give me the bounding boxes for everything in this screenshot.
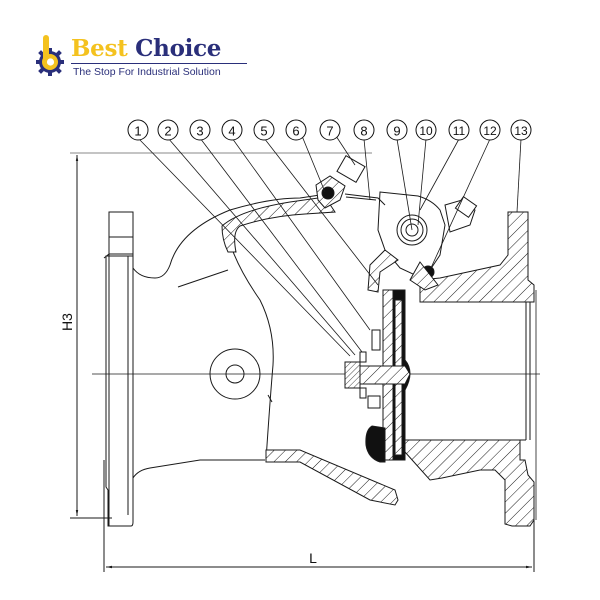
- callout-12: 12: [479, 119, 501, 141]
- callout-11: 11: [448, 119, 470, 141]
- svg-text:4: 4: [228, 124, 235, 139]
- dimension-h3: [70, 152, 372, 519]
- svg-text:6: 6: [292, 124, 299, 139]
- callout-bubbles: 1 2 3 4 5 6 7 8 9 10 11 12 13: [127, 119, 532, 141]
- company-logo: Best Choice The Stop For Industrial Solu…: [34, 33, 247, 83]
- callout-8: 8: [353, 119, 375, 141]
- callout-9: 9: [386, 119, 408, 141]
- valve-body: [132, 194, 537, 527]
- callout-2: 2: [157, 119, 179, 141]
- brand-tagline: The Stop For Industrial Solution: [73, 66, 221, 78]
- svg-text:12: 12: [483, 124, 497, 138]
- brand-word-best: Best: [71, 35, 128, 62]
- inlet-flange: [103, 211, 134, 527]
- callout-13: 13: [510, 119, 532, 141]
- svg-text:5: 5: [260, 124, 267, 139]
- svg-text:2: 2: [164, 124, 171, 139]
- bonnet-hinge-assembly: [315, 155, 478, 293]
- brand-word-choice: Choice: [135, 35, 222, 62]
- callout-leaders: [137, 135, 522, 357]
- svg-text:9: 9: [393, 124, 400, 139]
- dimension-l: [103, 460, 535, 572]
- callout-1: 1: [127, 119, 149, 141]
- callout-3: 3: [189, 119, 211, 141]
- callout-10: 10: [415, 119, 437, 141]
- svg-text:11: 11: [453, 124, 466, 138]
- svg-text:13: 13: [514, 124, 528, 138]
- svg-text:3: 3: [196, 124, 203, 139]
- callout-7: 7: [319, 119, 341, 141]
- brand-name: Best Choice: [71, 35, 221, 62]
- callout-4: 4: [221, 119, 243, 141]
- svg-text:7: 7: [326, 124, 333, 139]
- gear-b-logo-icon: [36, 35, 64, 76]
- dimension-label-l: L: [309, 550, 317, 566]
- svg-text:1: 1: [134, 124, 141, 139]
- brand-divider: [71, 63, 247, 64]
- svg-text:8: 8: [360, 124, 367, 139]
- callout-5: 5: [253, 119, 275, 141]
- dimension-label-h3: H3: [59, 313, 75, 331]
- svg-text:10: 10: [419, 124, 433, 138]
- disc-assembly: [344, 289, 411, 463]
- callout-6: 6: [285, 119, 307, 141]
